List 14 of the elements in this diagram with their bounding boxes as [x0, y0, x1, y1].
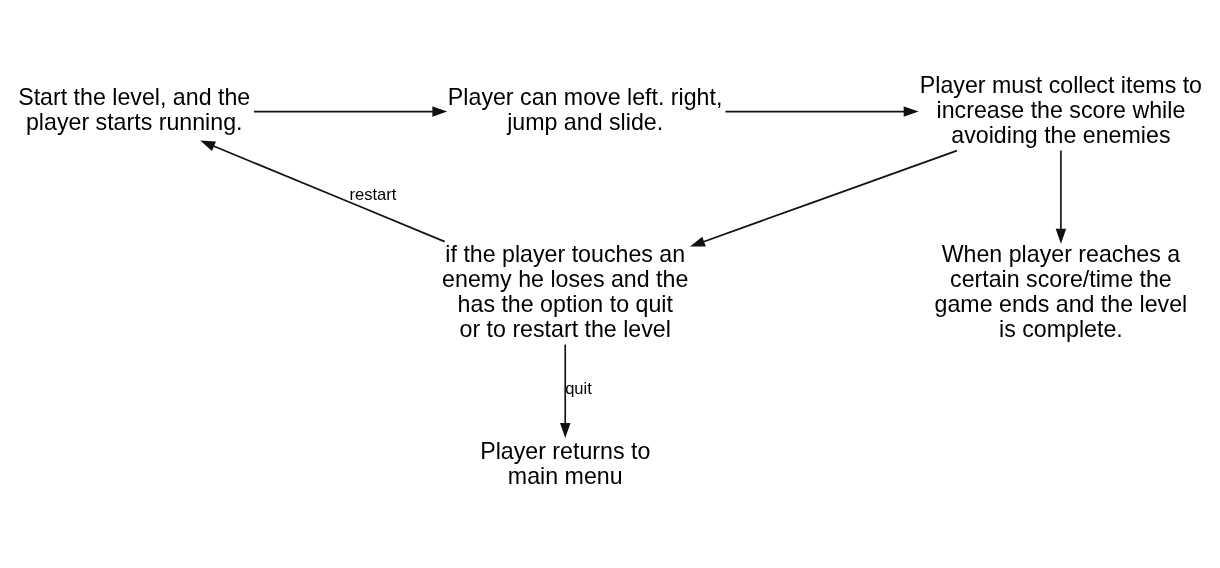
node-text: Start the level, and the player starts running.: [18, 84, 251, 136]
node-text: Player returns to main menu: [480, 438, 651, 490]
arrow: [200, 140, 446, 243]
node-text: if the player touches an enemy he loses and the has the option to quit or to restart the level: [442, 240, 689, 342]
arrow: [1055, 149, 1067, 244]
node-text: When player reaches a certain score/time the game ends and the level is complete.: [934, 240, 1188, 342]
arrow: [724, 106, 919, 117]
node-text: Player can move left. right, jump and slide.: [447, 84, 723, 136]
edge-label: restart: [349, 185, 397, 205]
arrow: [560, 343, 571, 438]
arrow: [253, 106, 448, 117]
edge-label: quit: [565, 379, 592, 399]
arrow: [689, 149, 958, 247]
node-text: Player must collect items to increase the score while avoiding the enemies: [919, 71, 1203, 148]
